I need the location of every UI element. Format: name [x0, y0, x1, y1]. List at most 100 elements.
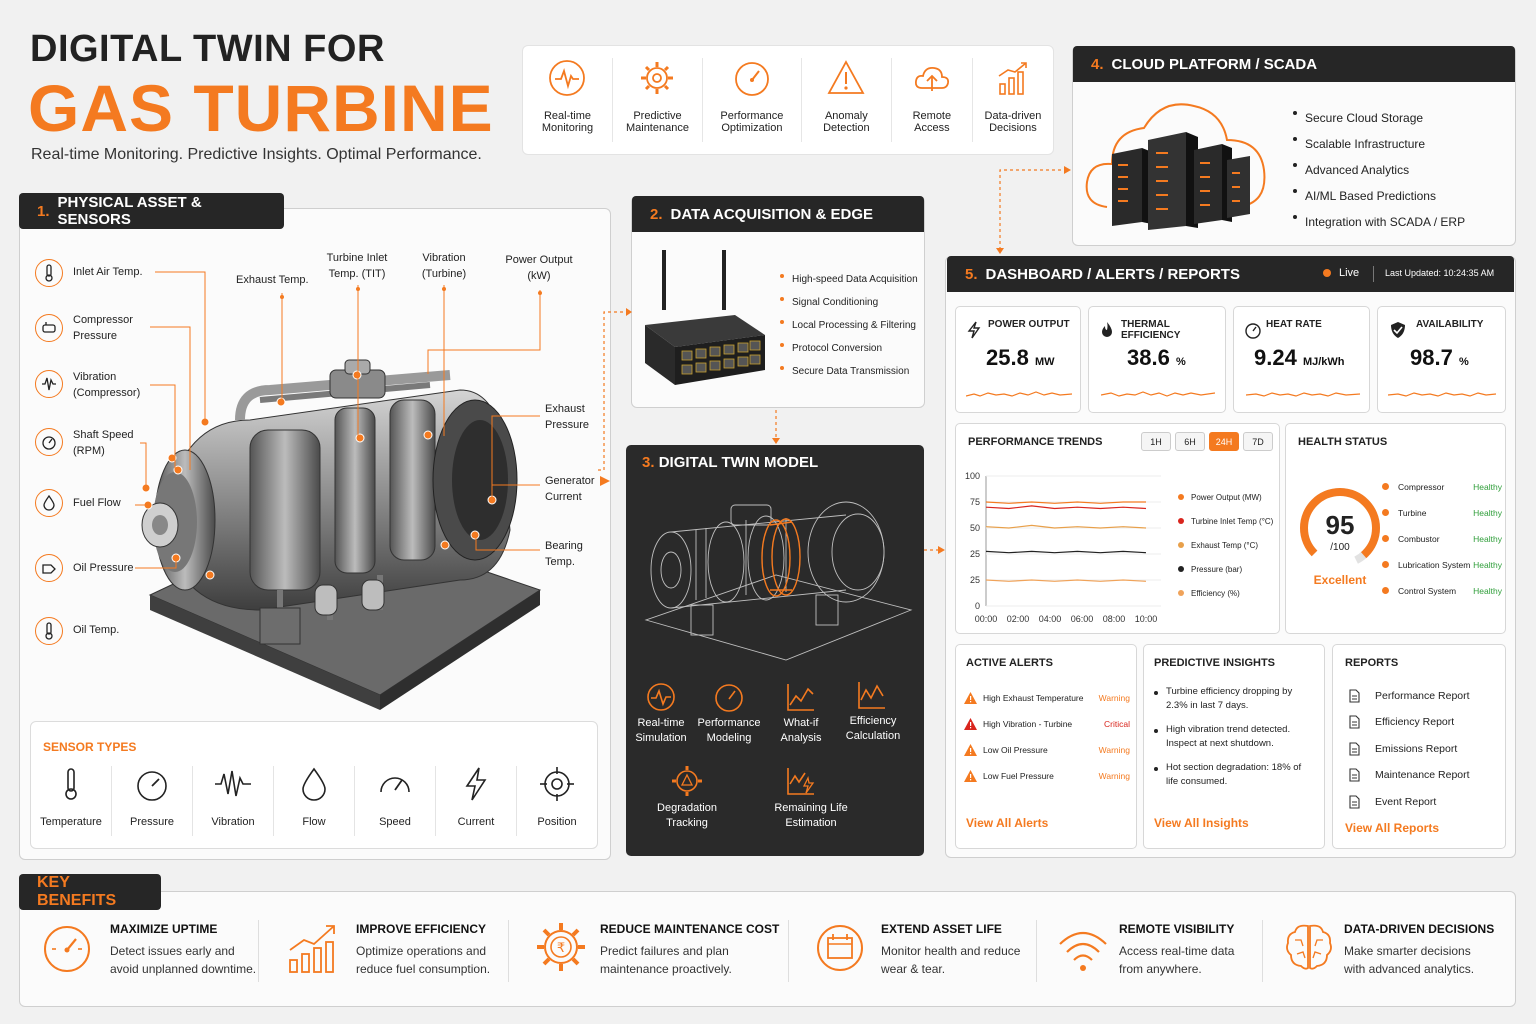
sensor-type-label: Temperature	[40, 816, 102, 828]
feature-performance-optimization: Performance Optimization	[703, 58, 802, 142]
range-7d-button[interactable]: 7D	[1243, 432, 1273, 451]
brain-icon	[1286, 924, 1332, 970]
compressor-icon	[35, 314, 63, 342]
series-line	[985, 524, 1147, 529]
x-tick-label: 02:00	[1007, 614, 1030, 624]
report-item[interactable]: Maintenance Report	[1347, 762, 1503, 788]
cloud-servers-illustration	[1085, 103, 1266, 230]
calendar-icon	[817, 925, 863, 971]
sensor-type-speed: Speed	[355, 766, 436, 836]
section-title: DATA ACQUISITION & EDGE	[670, 205, 874, 223]
section-title: CLOUD PLATFORM / SCADA	[1111, 55, 1318, 73]
label-power-output: Power Output(kW)	[505, 254, 573, 282]
speed-gauge-icon	[35, 428, 63, 456]
cloud-item: Scalable Infrastructure	[1293, 131, 1465, 157]
report-item[interactable]: Event Report	[1347, 789, 1503, 815]
feature-line2: Access	[914, 122, 950, 134]
document-icon	[1349, 795, 1360, 809]
kpi-title: HEAT RATE	[1266, 319, 1322, 330]
view-all-reports-link[interactable]: View All Reports	[1345, 821, 1440, 835]
range-24h-button[interactable]: 24H	[1209, 432, 1239, 451]
sensor-label-inlet-air: Inlet Air Temp.	[73, 266, 143, 278]
feature-remote-access: Remote Access	[892, 58, 973, 142]
legend-marker	[1178, 566, 1184, 572]
report-item[interactable]: Performance Report	[1347, 683, 1503, 709]
sensor-types-row: Temperature Pressure Vibration Flow Spee…	[31, 766, 597, 836]
pressure-gauge-icon	[137, 771, 167, 801]
page-title-main: GAS TURBINE	[28, 71, 494, 145]
feature-line2: Maintenance	[625, 122, 689, 134]
y-tick-label: 25	[970, 549, 980, 559]
report-item[interactable]: Emissions Report	[1347, 736, 1503, 762]
sensor-types-panel: SENSOR TYPES Temperature Pressure Vibrat…	[30, 721, 598, 849]
live-dot	[1323, 269, 1331, 277]
benefit-divider	[1036, 920, 1037, 982]
legend-label: Turbine Inlet Temp (°C)	[1191, 517, 1274, 526]
sensor-type-label: Flow	[302, 816, 326, 828]
x-tick-label: 08:00	[1103, 614, 1126, 624]
key-benefits-panel	[19, 891, 1516, 1007]
gear-warning-icon	[672, 766, 702, 796]
kpi-sparkline	[966, 391, 1072, 397]
cost-gear-icon: ₹	[537, 923, 585, 971]
cloud-item: AI/ML Based Predictions	[1293, 183, 1465, 209]
cloud-upload-icon	[914, 67, 949, 91]
x-tick-label: 06:00	[1071, 614, 1094, 624]
kpi-availability: AVAILABILITY 98.7 %	[1377, 306, 1506, 413]
speedometer-icon	[44, 926, 90, 972]
life-estimation-icon	[787, 768, 815, 795]
drop-icon	[302, 767, 326, 801]
sensor-leader-lines	[135, 271, 542, 569]
view-all-alerts-link[interactable]: View All Alerts	[966, 816, 1049, 830]
label-exhaust-temp: Exhaust Temp.	[236, 274, 309, 286]
report-item[interactable]: Efficiency Report	[1347, 709, 1503, 735]
sensor-type-label: Current	[457, 816, 495, 828]
sensor-label-oil-pressure: Oil Pressure	[73, 562, 134, 574]
legend-label: Efficiency (%)	[1191, 589, 1240, 598]
benefit-title: DATA-DRIVEN DECISIONS	[1344, 922, 1495, 936]
kpi-value: 9.24 MJ/kWh	[1254, 345, 1345, 370]
document-icon	[1349, 689, 1360, 703]
flame-icon	[1102, 322, 1112, 337]
warning-icon	[964, 692, 977, 704]
insight-item: High vibration trend detected.Inspect at…	[1154, 723, 1320, 751]
legend-label: Power Output (MW)	[1191, 493, 1262, 502]
feature-realtime-monitoring: Real-time Monitoring	[523, 58, 613, 142]
kpi-thermal-efficiency: THERMAL EFFICIENCY 38.6 %	[1088, 306, 1226, 413]
cloud-item: Advanced Analytics	[1293, 157, 1465, 183]
pulse-icon	[549, 60, 586, 96]
view-all-insights-link[interactable]: View All Insights	[1154, 816, 1249, 830]
section-title: KEY BENEFITS	[37, 874, 117, 909]
cloud-item: Integration with SCADA / ERP	[1293, 209, 1465, 235]
vibration-wave-icon	[215, 770, 251, 797]
wifi-icon	[1059, 931, 1107, 971]
kpi-sparkline	[1101, 391, 1215, 397]
health-title: HEALTH STATUS	[1298, 436, 1388, 448]
acquisition-item: Signal Conditioning	[780, 291, 918, 314]
reports-list: Performance Report Efficiency Report Emi…	[1347, 683, 1503, 815]
lightning-icon	[967, 321, 981, 339]
feature-line2: Decisions	[989, 122, 1037, 134]
insights-title: PREDICTIVE INSIGHTS	[1154, 657, 1276, 669]
benefit-divider	[508, 920, 509, 982]
gauge-icon	[735, 62, 769, 96]
range-6h-button[interactable]: 6H	[1175, 432, 1205, 451]
trends-title: PERFORMANCE TRENDS	[968, 436, 1103, 448]
kpi-sparkline	[1246, 392, 1360, 397]
range-1h-button[interactable]: 1H	[1141, 432, 1171, 451]
sensor-label-fuel-flow: Fuel Flow	[73, 497, 121, 509]
feature-line1: Performance	[720, 110, 784, 122]
